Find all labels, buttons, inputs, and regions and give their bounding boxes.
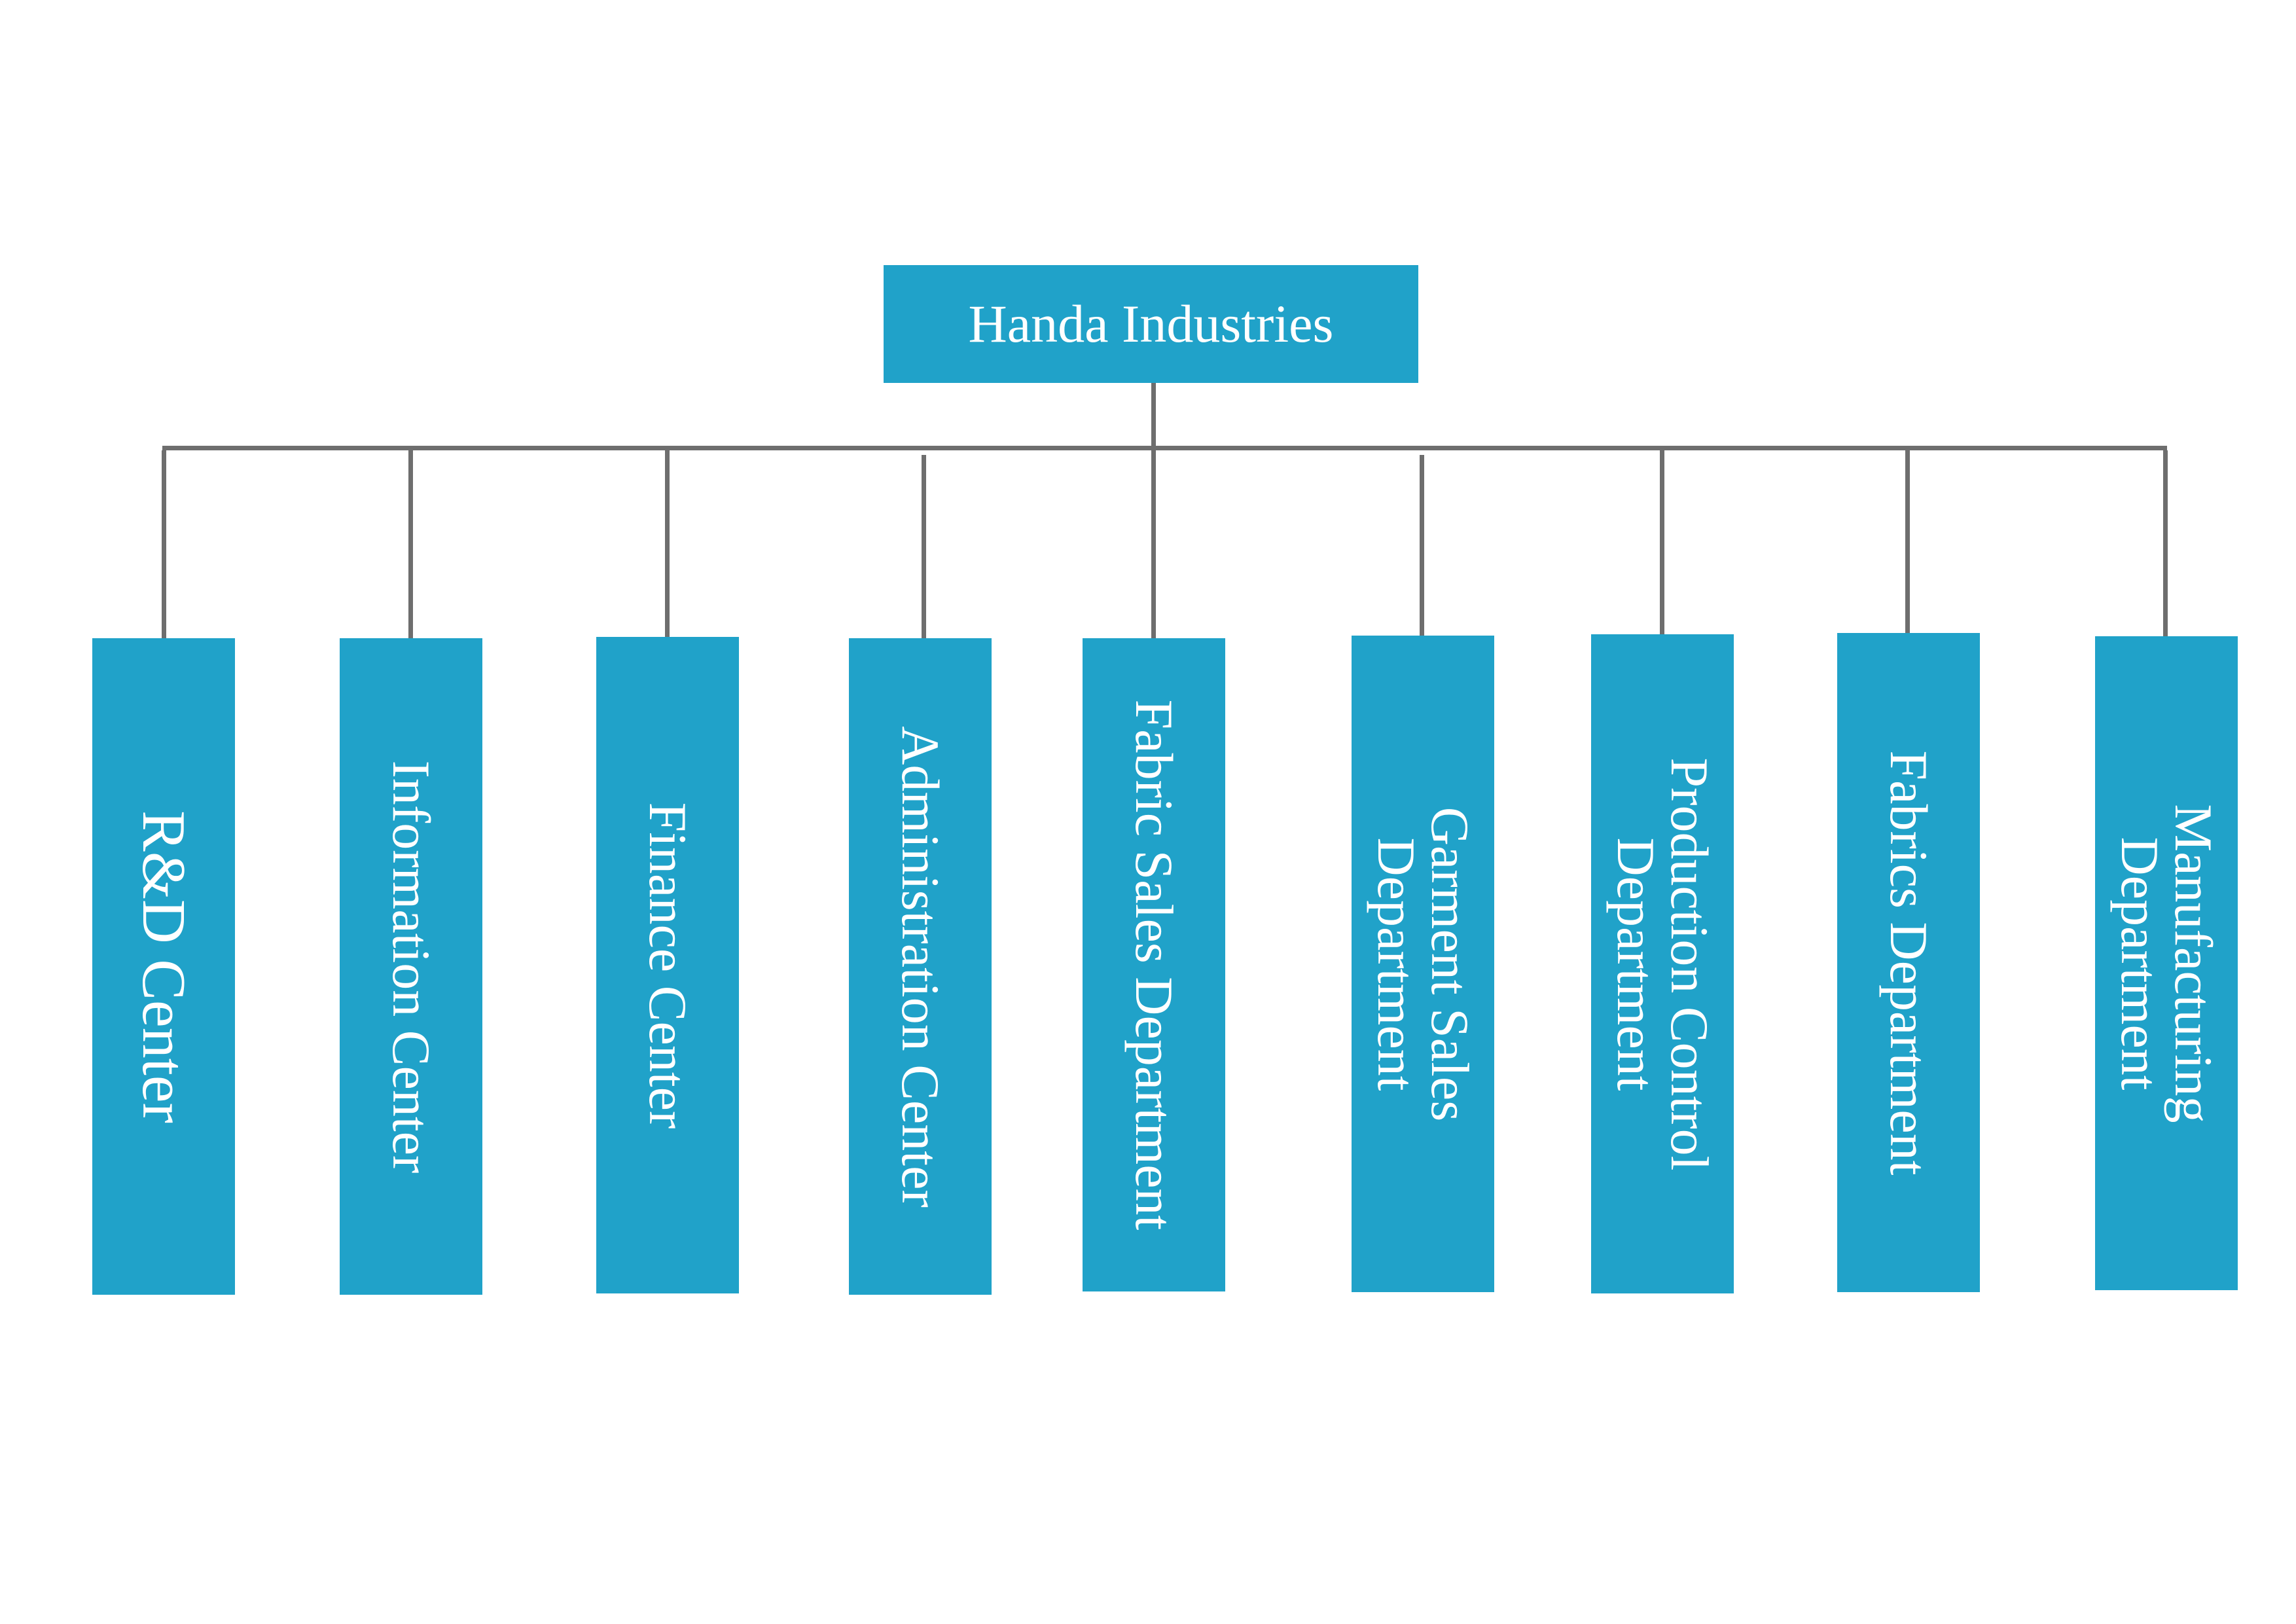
node-garment-sales-department-label: Garment Sales Department: [1367, 806, 1480, 1121]
branch-line-finance-center: [665, 450, 670, 638]
node-manufacturing-department: Manufacturing Department: [2095, 636, 2238, 1290]
root-node-label: Handa Industries: [968, 294, 1334, 353]
node-rd-center: R&D Center: [92, 638, 235, 1295]
node-fabric-sales-department: Fabric Sales Department: [1083, 638, 1225, 1291]
node-production-control-department: Production Control Department: [1591, 634, 1734, 1293]
node-finance-center-label: Finance Center: [638, 802, 698, 1128]
node-manufacturing-department-label: Manufacturing Department: [2110, 803, 2223, 1123]
branch-line-garment-sales-department: [1420, 455, 1424, 636]
node-information-center-label: Information Center: [382, 760, 441, 1173]
root-stem-line: [1151, 383, 1156, 448]
node-finance-center: Finance Center: [596, 637, 739, 1293]
node-production-control-department-label: Production Control Department: [1606, 757, 1719, 1170]
branch-line-fabric-sales-department: [1151, 450, 1156, 639]
node-garment-sales-department: Garment Sales Department: [1352, 636, 1494, 1292]
branch-line-fabrics-department: [1905, 450, 1910, 633]
node-fabrics-department: Fabrics Department: [1837, 633, 1980, 1292]
node-administration-center: Administration Center: [849, 638, 992, 1295]
node-rd-center-label: R&D Center: [130, 810, 198, 1123]
branch-line-information-center: [408, 450, 413, 639]
node-administration-center-label: Administration Center: [891, 725, 950, 1208]
branch-line-manufacturing-department: [2163, 450, 2168, 636]
branch-line-production-control-department: [1660, 450, 1664, 634]
node-information-center: Information Center: [340, 638, 482, 1295]
node-fabric-sales-department-label: Fabric Sales Department: [1124, 699, 1184, 1231]
root-node-box: Handa Industries: [884, 265, 1418, 383]
branch-line-administration-center: [922, 455, 926, 639]
branch-line-rd-center: [162, 450, 166, 639]
horizontal-bus-line: [162, 446, 2167, 450]
node-fabrics-department-label: Fabrics Department: [1879, 750, 1939, 1175]
